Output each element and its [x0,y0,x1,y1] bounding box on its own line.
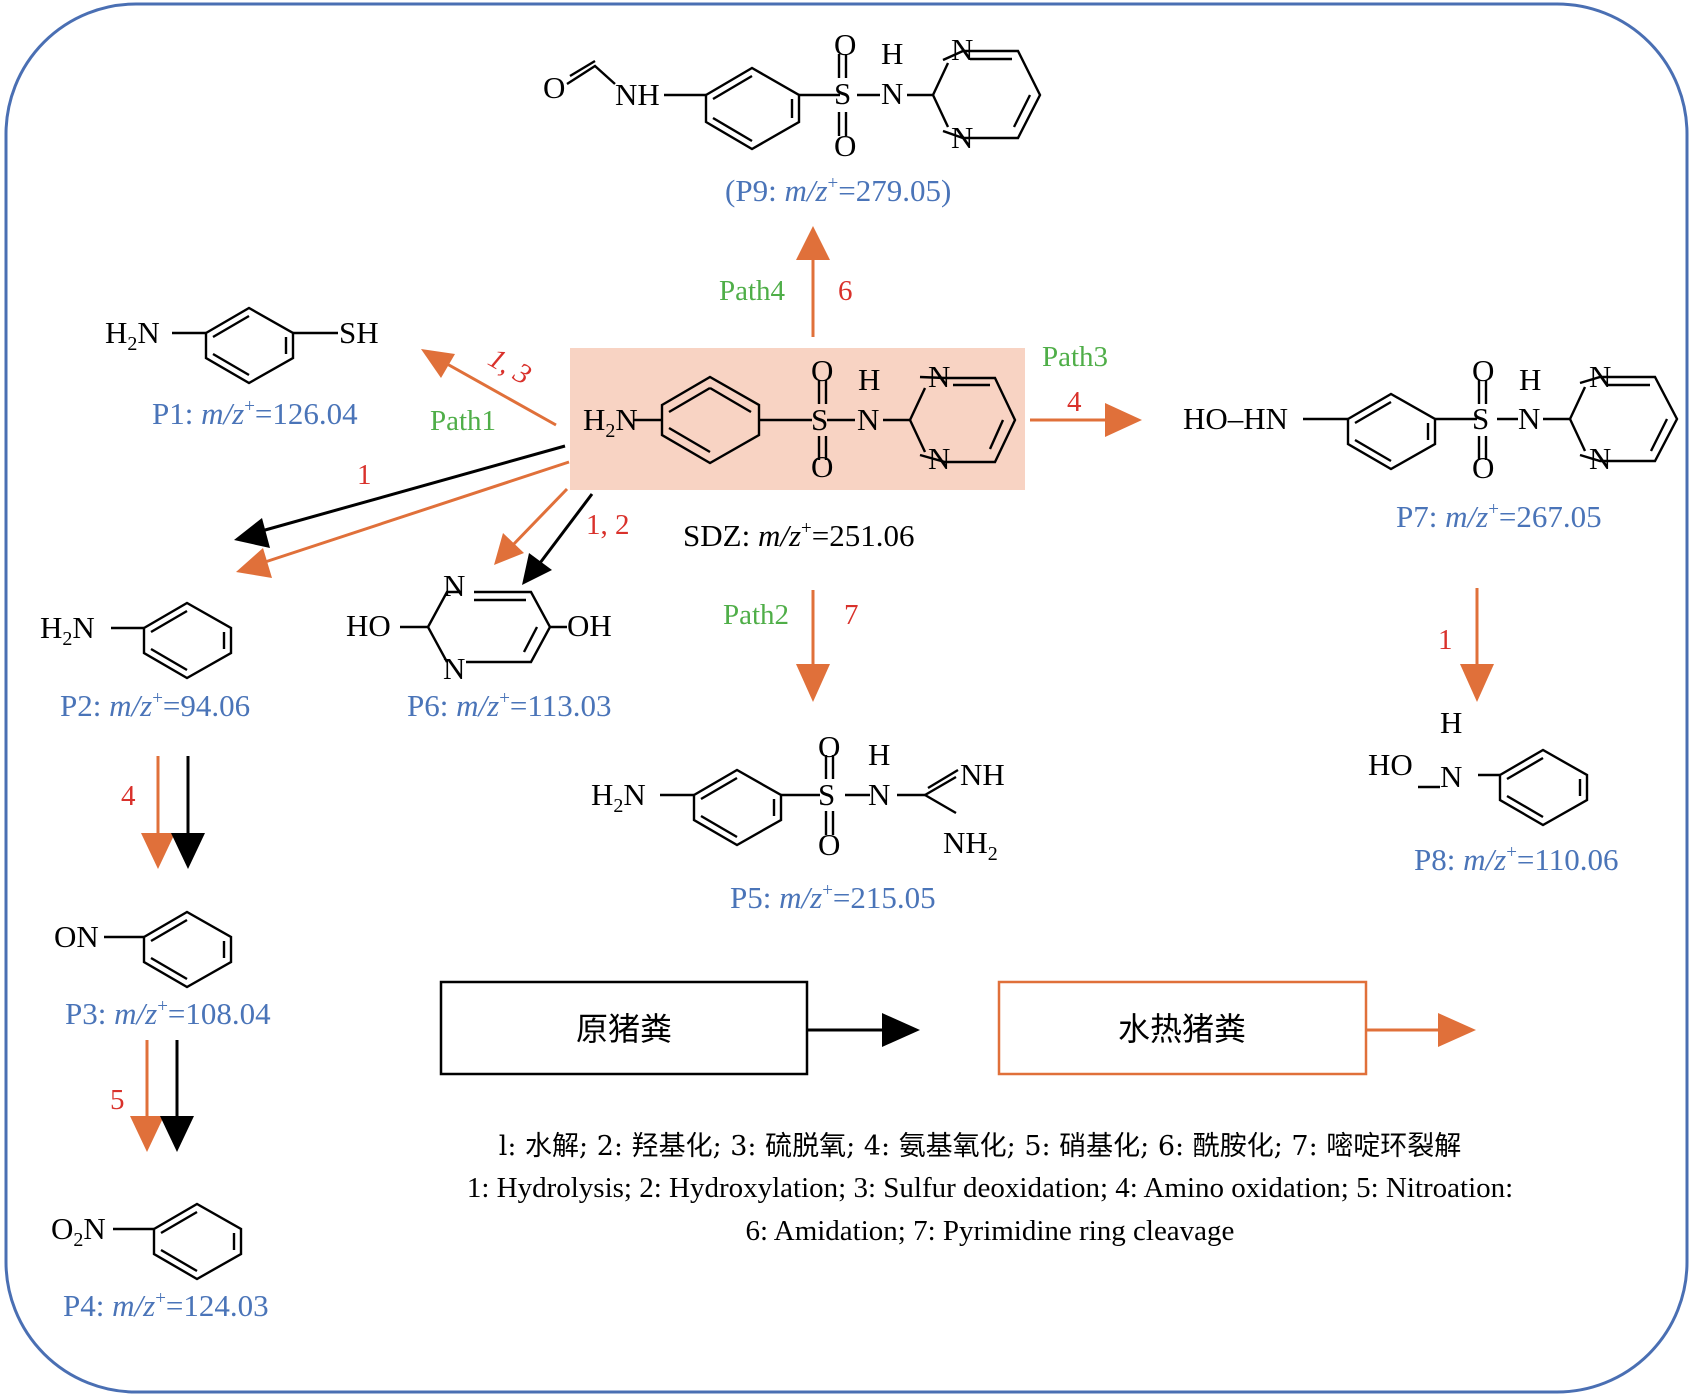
caption-p1: P1: m/z+=126.04 [152,396,358,431]
path-labels: Path1 Path2 Path3 Path4 [430,275,1108,631]
caption-p3: P3: m/z+=108.04 [65,996,271,1031]
reaction-arrows [130,226,1494,1152]
atom-h: H [1440,705,1462,740]
path2-label: Path2 [723,599,789,631]
step-1-2: 1, 2 [586,509,630,541]
svg-text:H2N: H2N [591,777,646,817]
atom-h2n: H [583,402,605,437]
atom-o: O [1472,353,1494,388]
atom-o: O [834,27,856,62]
atom-ho: HO [346,608,391,643]
path1-label: Path1 [430,405,496,437]
molecule-bonds [104,49,1679,1281]
step-5-p3: 5 [110,1084,125,1116]
svg-text:H2N: H2N [583,402,638,442]
atom-on: ON [54,919,99,954]
atom-s: S [811,402,828,437]
atom-n: N [928,359,950,394]
atom-n: N [1518,401,1540,436]
svg-text:NH2: NH2 [943,825,998,865]
atom-n: N [868,777,890,812]
atom-n: N [443,568,465,603]
atom-o: O [818,827,840,862]
compound-captions: SDZ: m/z+=251.06 P1: m/z+=126.04 P2: m/z… [60,173,1619,1323]
path3-label: Path3 [1042,341,1108,373]
atom-s: S [1472,401,1489,436]
atom-sh: SH [339,315,379,350]
caption-p7: P7: m/z+=267.05 [1396,499,1602,534]
path4-label: Path4 [719,275,786,307]
atom-h: H [881,36,903,71]
step-7: 7 [844,599,859,631]
atom-h: H [1519,362,1541,397]
step-1-3: 1, 3 [483,342,537,391]
atom-nh: NH [615,77,660,112]
outer-frame [4,2,1689,1394]
step-6: 6 [838,275,853,307]
atom-n: N [928,441,950,476]
atom-s: S [818,777,835,812]
caption-p2: P2: m/z+=94.06 [60,688,250,723]
atom-ho: HO [1368,747,1413,782]
legend-line-cn: l: 水解; 2: 羟基化; 3: 硫脱氧; 4: 氨基氧化; 5: 硝基化; … [499,1131,1462,1162]
atom-n: N [881,76,903,111]
legend-hydrothermal-label: 水热猪粪 [1118,1010,1246,1048]
atom-h: H [858,362,880,397]
caption-p4: P4: m/z+=124.03 [63,1288,269,1323]
atom-n: N [1589,359,1611,394]
svg-text:H2N: H2N [105,315,160,355]
atom-n: N [1589,441,1611,476]
atom-labels: H2N S O O N H N N O NH S O O N H N N H2N… [40,27,1611,1251]
step-1: 1 [357,459,372,491]
svg-text:H2N: H2N [40,610,95,650]
atom-n: N [951,32,973,67]
atom-n: N [443,651,465,686]
caption-p5: P5: m/z+=215.05 [730,880,936,915]
legend-line-en2: 6: Amidation; 7: Pyrimidine ring cleavag… [746,1215,1235,1247]
atom-n: N [951,120,973,155]
atom-o: O [818,729,840,764]
atom-n: N [1440,759,1462,794]
legend-box-hydrothermal [997,980,1368,1076]
atom-s: S [834,76,851,111]
atom-ho-hn: HO–HN [1183,401,1288,436]
atom-o: O [811,353,833,388]
svg-text:O2N: O2N [51,1211,106,1251]
step-1-p7: 1 [1438,624,1453,656]
step-labels: 1, 3 1 1, 2 4 6 7 4 5 1 [110,275,1453,1116]
atom-o: O [543,70,565,105]
atom-n: N [857,402,879,437]
atom-h: H [868,737,890,772]
legend-line-en1: 1: Hydrolysis; 2: Hydroxylation; 3: Sulf… [467,1172,1513,1204]
legend-notes: l: 水解; 2: 羟基化; 3: 硫脱氧; 4: 氨基氧化; 5: 硝基化; … [467,1131,1513,1247]
legend-box-raw [439,980,809,1076]
atom-o: O [1472,450,1494,485]
step-4-path3: 4 [1067,386,1082,418]
atom-o: O [834,128,856,163]
caption-p6: P6: m/z+=113.03 [407,688,612,723]
step-4-p2: 4 [121,780,136,812]
atom-oh: OH [567,608,612,643]
caption-sdz: SDZ: m/z+=251.06 [683,518,914,553]
caption-p8: P8: m/z+=110.06 [1414,842,1619,877]
legend-raw-label: 原猪粪 [576,1010,672,1048]
atom-o: O [811,449,833,484]
atom-nh-imine: NH [960,757,1005,792]
caption-p9: (P9: m/z+=279.05) [725,173,951,208]
